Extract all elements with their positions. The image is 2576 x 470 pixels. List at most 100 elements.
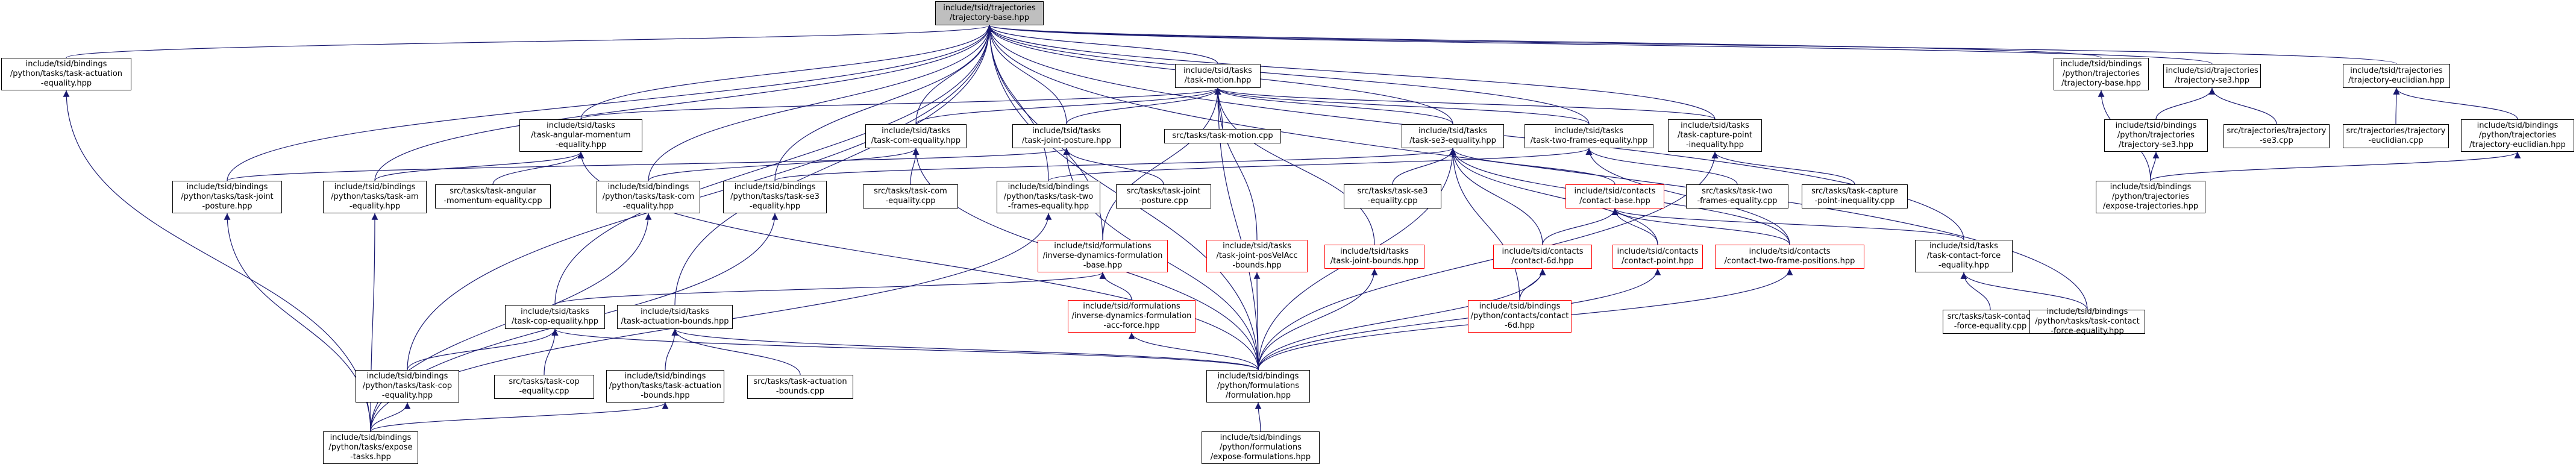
graph-node-task-cp-ineq[interactable]: include/tsid/tasks /task-capture-point -… — [1668, 119, 1762, 152]
graph-node-contact-two-frame[interactable]: include/tsid/contacts /contact-two-frame… — [1715, 245, 1864, 269]
graph-node-py-expose-tasks[interactable]: include/tsid/bindings /python/tasks/expo… — [323, 431, 418, 464]
dependency-edge — [986, 25, 1049, 181]
graph-node-src-task-cop-eq[interactable]: src/tasks/task-cop -equality.cpp — [494, 375, 594, 399]
graph-node-py-traj-base[interactable]: include/tsid/bindings /python/trajectori… — [2054, 58, 2149, 90]
dependency-edge — [648, 25, 993, 181]
graph-node-py-task-cop-eq[interactable]: include/tsid/bindings /python/tasks/task… — [356, 370, 459, 403]
dependency-edge — [1253, 272, 1261, 371]
graph-node-py-traj-eucl[interactable]: include/tsid/bindings /python/trajectori… — [2461, 119, 2574, 152]
dependency-edge — [2150, 151, 2521, 181]
dependency-edge — [774, 148, 1456, 181]
dependency-edge — [648, 148, 920, 181]
dependency-edge — [1449, 148, 1615, 185]
dependency-edge — [1258, 268, 1546, 371]
graph-node-inv-dyn-acc[interactable]: include/tsid/formulations /inverse-dynam… — [1068, 300, 1196, 333]
dependency-edge — [665, 328, 678, 371]
graph-node-py-contact-6d[interactable]: include/tsid/bindings /python/contacts/c… — [1468, 300, 1572, 333]
graph-node-src-task-cf-eq[interactable]: src/tasks/task-contact -force-equality.c… — [1943, 310, 2038, 334]
graph-node-traj-se3[interactable]: include/tsid/trajectories /trajectory-se… — [2163, 64, 2261, 88]
graph-node-traj-eucl[interactable]: include/tsid/trajectories /trajectory-eu… — [2343, 64, 2450, 88]
graph-node-task-jpv-bounds[interactable]: include/tsid/tasks /task-joint-posVelAcc… — [1206, 240, 1308, 272]
graph-node-task-se3-eq[interactable]: include/tsid/tasks /task-se3-equality.hp… — [1402, 124, 1504, 148]
graph-node-task-am-eq[interactable]: include/tsid/tasks /task-angular-momentu… — [519, 119, 642, 152]
dependency-edge — [2208, 87, 2277, 125]
graph-node-py-task-cf-eq[interactable]: include/tsid/bindings /python/tasks/task… — [2029, 307, 2145, 336]
graph-node-task-motion[interactable]: include/tsid/tasks /task-motion.hpp — [1175, 64, 1261, 88]
graph-node-inv-dyn-base[interactable]: include/tsid/formulations /inverse-dynam… — [1038, 240, 1168, 272]
dependency-edge — [1519, 268, 1546, 301]
dependency-edge — [674, 25, 993, 306]
dependency-edge — [1214, 87, 1716, 120]
graph-node-task-act-bounds[interactable]: include/tsid/tasks /task-actuation-bound… — [617, 305, 733, 329]
graph-node-src-task-two-frames-eq[interactable]: src/tasks/task-two -frames-equality.cpp — [1686, 184, 1788, 208]
graph-node-contact-base[interactable]: include/tsid/contacts /contact-base.hpp — [1565, 184, 1664, 208]
graph-node-task-cf-eq[interactable]: include/tsid/tasks /task-contact-force -… — [1915, 240, 2013, 272]
graph-node-py-task-act-bounds[interactable]: include/tsid/bindings /python/tasks/task… — [606, 370, 724, 403]
graph-node-src-task-joint-posture[interactable]: src/tasks/task-joint -posture.cpp — [1116, 184, 1211, 208]
graph-node-py-task-com-eq[interactable]: include/tsid/bindings /python/tasks/task… — [597, 181, 700, 213]
graph-node-py-expose-formulations[interactable]: include/tsid/bindings /python/formulatio… — [1202, 431, 1320, 464]
graph-node-py-task-joint-posture[interactable]: include/tsid/bindings /python/tasks/task… — [172, 181, 282, 213]
dependency-edge — [1128, 332, 1259, 371]
dependency-edge — [492, 151, 584, 185]
dependency-edge — [986, 25, 1716, 120]
dependency-edge — [1102, 87, 1221, 240]
graph-node-py-task-act-eq[interactable]: include/tsid/bindings /python/tasks/task… — [1, 58, 131, 90]
dependency-edge — [910, 148, 920, 185]
dependency-edge — [1585, 148, 1738, 185]
dependency-edge — [544, 328, 559, 375]
dependency-edge — [774, 25, 993, 181]
graph-node-py-task-am-eq[interactable]: include/tsid/bindings /python/tasks/task… — [323, 181, 427, 213]
dependency-edge — [1449, 148, 1543, 245]
dependency-edge — [374, 25, 993, 181]
graph-node-src-task-com-eq[interactable]: src/tasks/task-com -equality.cpp — [863, 184, 958, 208]
dependency-edge — [1099, 272, 1132, 301]
graph-node-src-task-act-bounds[interactable]: src/tasks/task-actuation -bounds.cpp — [747, 375, 853, 399]
dependency-edge — [986, 25, 1218, 64]
graph-node-py-task-se3-eq[interactable]: include/tsid/bindings /python/tasks/task… — [723, 181, 827, 213]
dependency-edge — [671, 328, 801, 375]
dependency-edge — [1063, 148, 1164, 185]
graph-node-src-task-se3-eq[interactable]: src/tasks/task-se3 -equality.cpp — [1344, 184, 1441, 208]
graph-node-task-two-frames-eq[interactable]: include/tsid/tasks /task-two-frames-equa… — [1525, 124, 1653, 148]
dependency-edge — [1542, 208, 1619, 245]
dependency-edge — [1611, 208, 1964, 240]
dependency-edge — [986, 25, 2397, 64]
graph-node-src-traj-eucl[interactable]: src/trajectories/trajectory -euclidian.c… — [2343, 124, 2449, 148]
graph-node-src-traj-se3[interactable]: src/trajectories/trajectory -se3.cpp — [2223, 124, 2330, 148]
dependency-edge — [1711, 151, 1855, 185]
dependency-edge — [1214, 87, 1453, 125]
graph-node-src-task-motion[interactable]: src/tasks/task-motion.cpp — [1164, 129, 1281, 143]
dependency-edge — [407, 328, 559, 371]
dependency-edge — [580, 87, 1221, 120]
dependency-edge — [551, 328, 1259, 371]
dependency-edge — [370, 402, 411, 432]
graph-node-contact-6d[interactable]: include/tsid/contacts /contact-6d.hpp — [1493, 245, 1592, 269]
dependency-edge — [1258, 268, 1378, 371]
dependency-edge — [1258, 268, 1661, 371]
dependency-edge — [986, 25, 1590, 125]
graph-node-py-formulation[interactable]: include/tsid/bindings /python/formulatio… — [1206, 370, 1310, 403]
graph-node-py-task-two-frames-eq[interactable]: include/tsid/bindings /python/tasks/task… — [997, 181, 1100, 213]
graph-node-contact-point[interactable]: include/tsid/contacts /contact-point.hpp — [1612, 245, 1703, 269]
graph-node-src-task-am-eq[interactable]: src/tasks/task-angular -momentum-equalit… — [435, 184, 551, 208]
graph-node-py-expose-traj[interactable]: include/tsid/bindings /python/trajectori… — [2096, 181, 2205, 213]
graph-node-py-traj-se3[interactable]: include/tsid/bindings /python/trajectori… — [2104, 119, 2208, 152]
dependency-edge — [1066, 87, 1221, 125]
graph-node-task-joint-bounds[interactable]: include/tsid/tasks /task-joint-bounds.hp… — [1324, 245, 1424, 269]
dependency-edge — [671, 328, 1259, 371]
graph-node-task-joint-posture[interactable]: include/tsid/tasks /task-joint-posture.h… — [1012, 124, 1121, 148]
dependency-edge — [915, 87, 1221, 125]
dependency-edge — [2150, 151, 2160, 181]
dependency-edge — [224, 213, 371, 432]
graph-node-task-com-eq[interactable]: include/tsid/tasks /task-com-equality.hp… — [865, 124, 967, 148]
dependency-edge — [1214, 87, 1375, 245]
graph-node-root[interactable]: include/tsid/trajectories /trajectory-ba… — [935, 1, 1044, 25]
graph-node-src-task-cp-ineq[interactable]: src/tasks/task-capture -point-inequality… — [1802, 184, 1908, 208]
dependency-edge — [1449, 148, 1520, 301]
dependency-edge — [1255, 402, 1262, 432]
dependency-edge — [66, 25, 992, 58]
dependency-edge — [1449, 148, 1658, 245]
graph-node-task-cop-eq[interactable]: include/tsid/tasks /task-cop-equality.hp… — [505, 305, 605, 329]
